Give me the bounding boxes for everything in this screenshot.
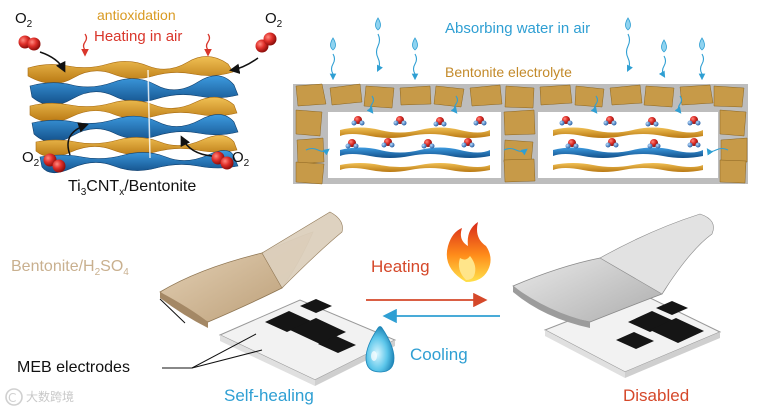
bentonite-flakes <box>295 83 748 185</box>
svg-text:C: C <box>8 391 16 405</box>
self-healing-label: Self-healing <box>224 386 314 405</box>
device-self-healing <box>159 211 397 386</box>
o2-label: O2 <box>265 10 283 30</box>
heating-label: Heating <box>371 257 430 276</box>
curved-arrow-icon <box>39 51 259 157</box>
electrolyte-panel <box>293 83 748 185</box>
oxygen-molecule-icon <box>43 153 66 173</box>
blue-layer <box>29 75 239 106</box>
leader-lines <box>159 298 263 369</box>
watermark-logo-icon: C <box>5 388 23 406</box>
heating-in-air-label: Heating in air <box>94 28 183 45</box>
watermark-text: 大数跨境 <box>26 390 75 404</box>
gold-layer <box>29 96 238 123</box>
meb-electrodes-label: MEB electrodes <box>17 359 130 376</box>
device-disabled <box>512 213 722 378</box>
blue-layer <box>39 150 239 174</box>
bentonite-h2so4-label: Bentonite/H2SO4 <box>11 258 129 279</box>
composite-label: Ti3CNTx/Bentonite <box>68 178 197 199</box>
water-molecules <box>345 116 701 149</box>
absorbing-water-label: Absorbing water in air <box>445 20 591 37</box>
layered-composite <box>27 56 239 174</box>
oxygen-molecule-icon <box>211 151 234 170</box>
blue-layer <box>31 114 239 143</box>
gold-layer <box>35 135 238 158</box>
curled-film <box>261 211 343 289</box>
heat-arrow-icon <box>81 33 212 57</box>
curled-film <box>599 213 714 295</box>
water-absorb-arrows <box>305 33 729 156</box>
inner-layers-right <box>553 127 703 172</box>
oxygen-molecule-icon <box>18 35 41 51</box>
o2-label: O2 <box>15 10 33 30</box>
cooling-label: Cooling <box>410 345 468 364</box>
antioxidation-label: antioxidation <box>97 7 176 23</box>
meb-electrodes-right <box>616 301 704 349</box>
o2-label: O2 <box>22 149 40 169</box>
oxygen-molecule-icon <box>255 32 277 53</box>
water-drop-icon <box>330 17 705 53</box>
meb-electrodes-left <box>265 299 356 353</box>
bentonite-electrolyte-label: Bentonite electrolyte <box>445 64 572 80</box>
inner-layers-left <box>340 127 490 172</box>
disabled-label: Disabled <box>623 386 690 405</box>
water-drop-icon <box>365 326 395 373</box>
flame-icon <box>446 222 491 282</box>
o2-label: O2 <box>232 149 250 169</box>
